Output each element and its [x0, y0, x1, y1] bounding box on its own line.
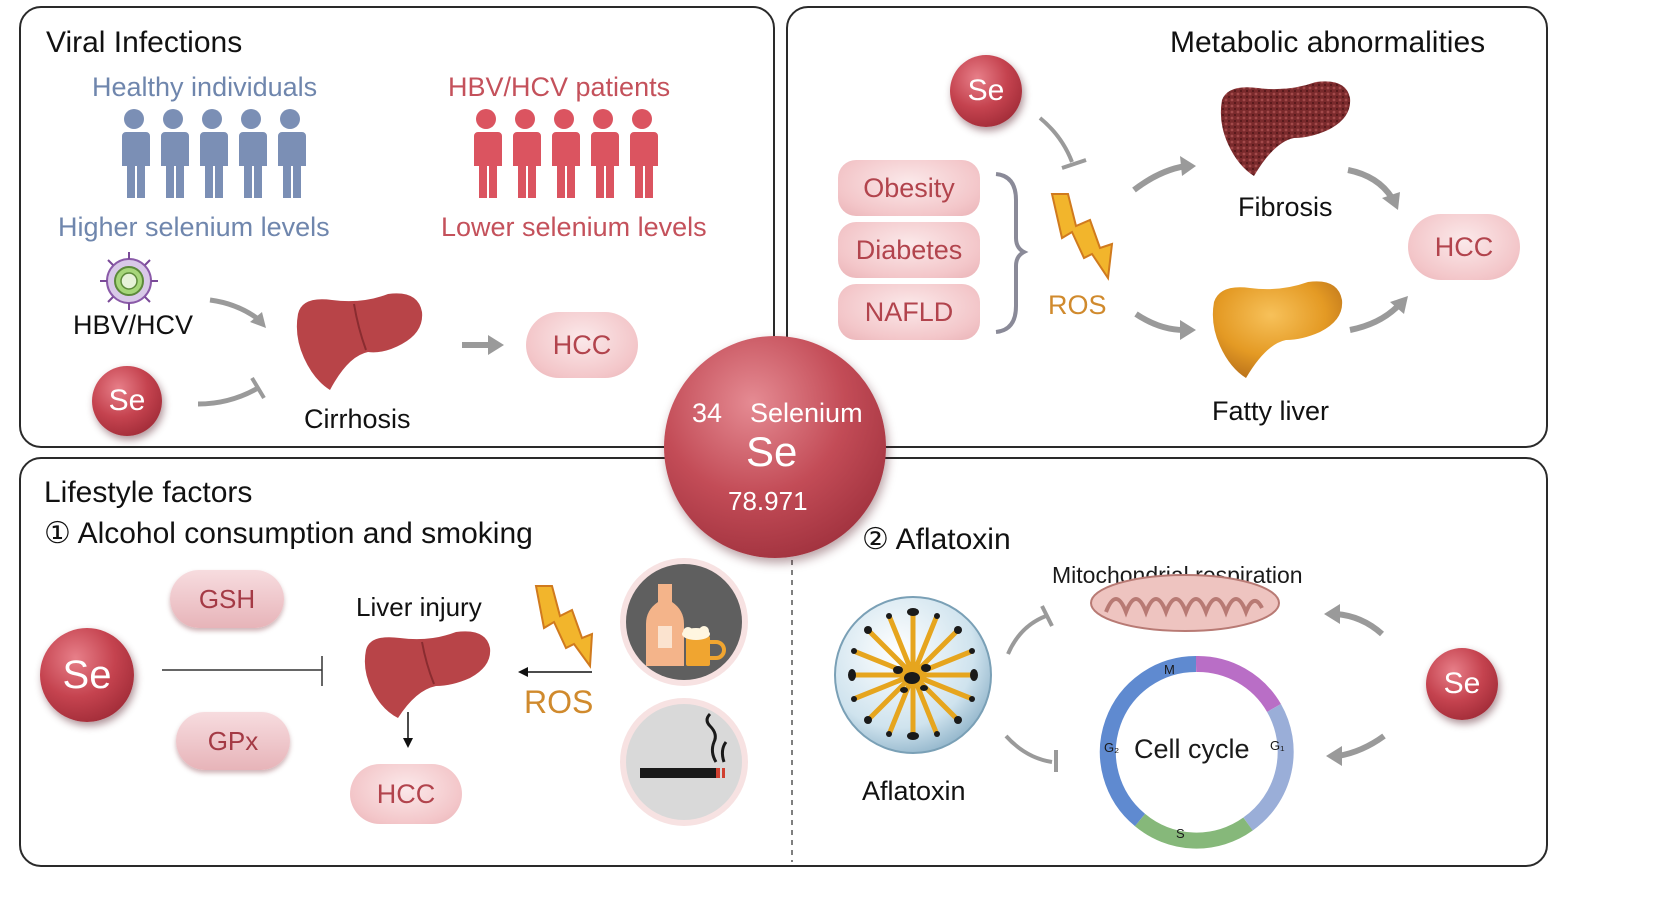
hcc-pill-viral: HCC [526, 312, 638, 378]
se-text: Se [108, 384, 146, 417]
phase-g2-label: G₂ [1104, 740, 1120, 755]
virus-label: HBV/HCV [73, 310, 194, 340]
metabolic-title: Metabolic abnormalities [1170, 26, 1486, 59]
phase-m-label: M [1164, 662, 1175, 677]
patients-label: HBV/HCV patients [448, 72, 671, 102]
se-text: Se [1443, 667, 1481, 700]
nafld-text: NAFLD [864, 296, 954, 327]
atomic-mass: 78.971 [728, 486, 808, 516]
hcc-pill-metabolic: HCC [1408, 214, 1520, 280]
ros-lightning-icon [534, 585, 594, 669]
se-ball-lifestyle: Se [40, 628, 134, 722]
gpx-text: GPx [207, 725, 259, 756]
selenium-element-badge: 34 Selenium Se 78.971 [664, 336, 886, 558]
alcohol-icon [620, 558, 748, 686]
se-ball-metabolic: Se [950, 55, 1022, 127]
element-name: Selenium [750, 398, 863, 428]
hcc-text: HCC [552, 329, 612, 360]
cirrhosis-label: Cirrhosis [304, 404, 411, 434]
fibrosis-liver-icon [1220, 81, 1351, 176]
se-ball-viral: Se [92, 366, 162, 436]
lower-levels-label: Lower selenium levels [441, 212, 707, 242]
phase-s-label: S [1176, 826, 1185, 841]
lifestyle-title: Lifestyle factors [44, 476, 253, 509]
mitochondria-icon [1090, 574, 1280, 632]
atomic-number: 34 [692, 398, 723, 428]
phase-g1-label: G₁ [1270, 738, 1285, 753]
obesity-pill: Obesity [838, 160, 980, 216]
gpx-pill: GPx [176, 712, 290, 770]
obesity-text: Obesity [863, 172, 955, 203]
se-ball-aflatoxin: Se [1426, 648, 1498, 720]
cell-cycle-label: Cell cycle [1134, 734, 1250, 764]
aflatoxin-label: Aflatoxin [862, 776, 966, 806]
se-text: Se [967, 74, 1005, 107]
fatty-liver-label: Fatty liver [1212, 396, 1330, 426]
aflatoxin-icon [834, 596, 992, 754]
liver-injury-label: Liver injury [356, 592, 482, 622]
ros-lightning-icon [1050, 193, 1114, 281]
gsh-pill: GSH [170, 570, 284, 628]
diabetes-text: Diabetes [855, 234, 963, 265]
aflatoxin-heading: ② Aflatoxin [862, 523, 1011, 556]
element-symbol: Se [746, 428, 798, 475]
gsh-text: GSH [198, 583, 256, 614]
se-text: Se [62, 652, 112, 697]
cirrhosis-liver-icon [296, 293, 423, 390]
virus-icon [100, 252, 158, 310]
alcohol-smoking-heading: ① Alcohol consumption and smoking [44, 517, 533, 550]
diabetes-pill: Diabetes [838, 222, 980, 278]
hcc-text: HCC [376, 778, 436, 809]
hcc-text: HCC [1434, 231, 1494, 262]
viral-title: Viral Infections [46, 26, 243, 59]
higher-levels-label: Higher selenium levels [58, 212, 330, 242]
nafld-pill: NAFLD [838, 284, 980, 340]
injury-liver-icon [364, 631, 491, 718]
cell-cycle-icon [1099, 655, 1294, 849]
healthy-label: Healthy individuals [92, 72, 318, 102]
fibrosis-label: Fibrosis [1238, 192, 1333, 222]
hcc-pill-lifestyle: HCC [350, 764, 462, 824]
ros-label-metabolic: ROS [1048, 290, 1107, 320]
ros-label-lifestyle: ROS [524, 684, 594, 720]
fatty-liver-icon [1212, 281, 1343, 378]
smoking-icon [620, 698, 748, 826]
